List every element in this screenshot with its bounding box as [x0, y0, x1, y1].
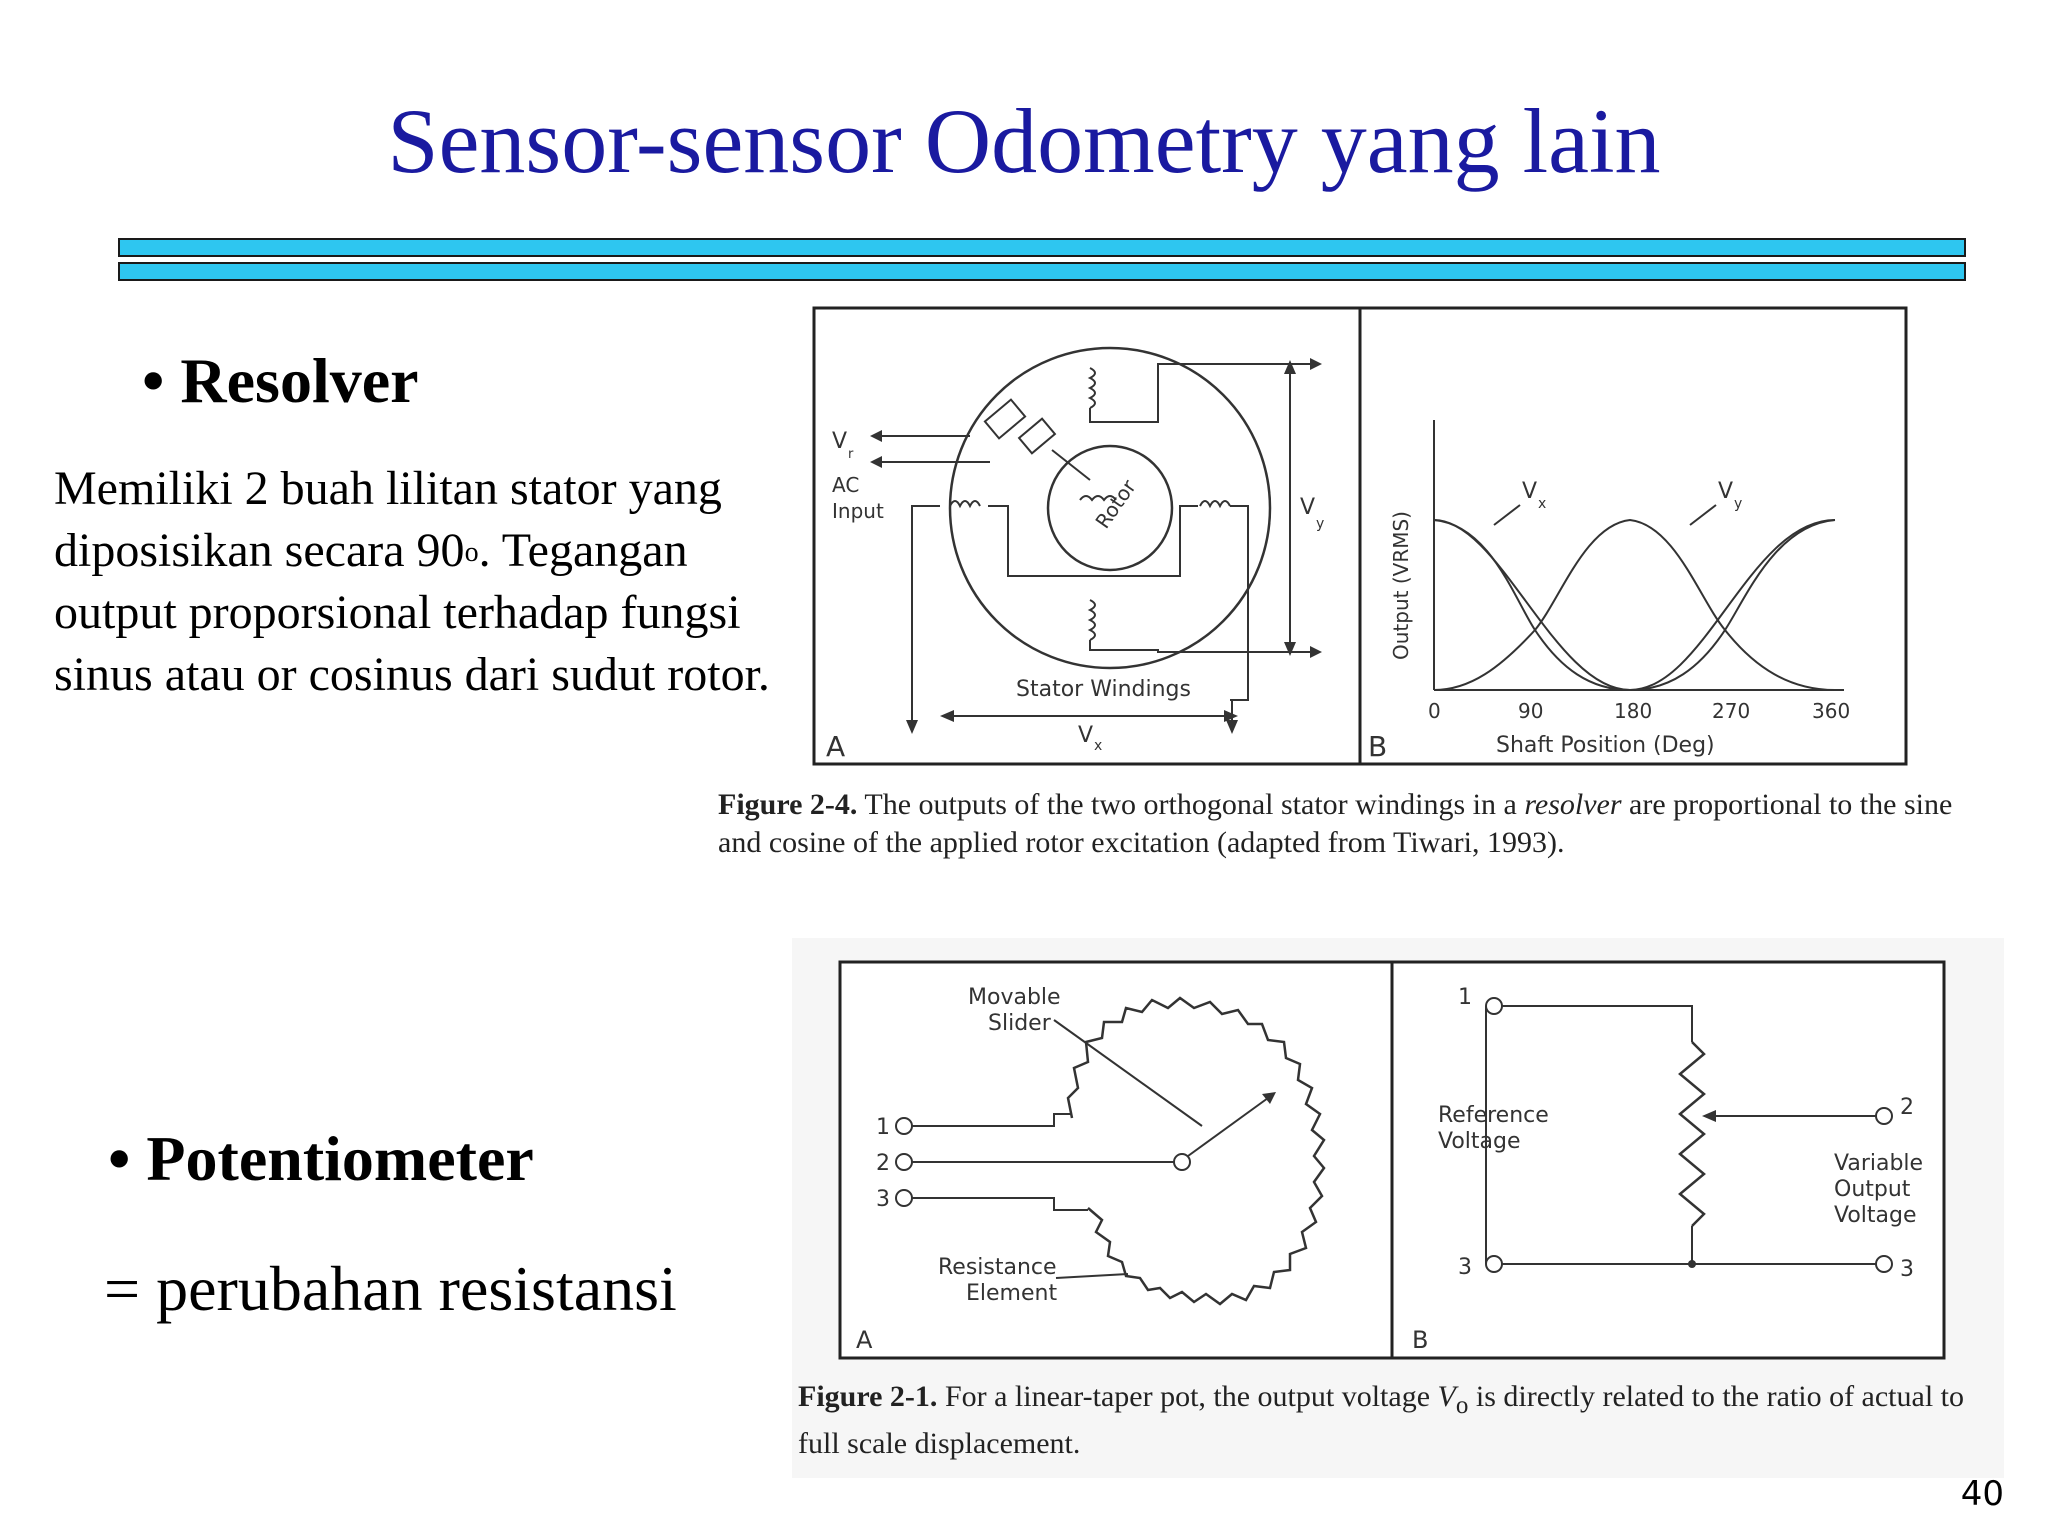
pin-3-label: 3: [876, 1187, 890, 1212]
resolver-caption-em: resolver: [1524, 788, 1622, 821]
resolver-desc-part1: Memiliki 2 buah lilitan stator yang dipo…: [54, 462, 722, 577]
vr-sub: r: [848, 447, 854, 462]
x-tick-90: 90: [1518, 699, 1543, 723]
potentiometer-description: = perubahan resistansi: [104, 1253, 677, 1324]
potentiometer-caption: Figure 2-1. For a linear-taper pot, the …: [798, 1378, 1998, 1463]
reference-resistor: [1678, 1041, 1706, 1227]
pot-caption-sub: o: [1455, 1392, 1469, 1419]
resolver-desc-part2: . Tegangan output proporsional terhadap …: [54, 524, 770, 701]
slide-title: Sensor-sensor Odometry yang lain: [387, 90, 1661, 192]
input-label: Input: [832, 499, 884, 523]
rotor-label: Rotor: [1090, 475, 1141, 533]
resolver-description: Memiliki 2 buah lilitan stator yang dipo…: [54, 458, 814, 706]
vy-curve-path: [1434, 520, 1835, 690]
x-tick-180: 180: [1614, 699, 1652, 723]
resolver-figure: Rotor V r AC Input V: [718, 300, 1980, 870]
stator-windings-label: Stator Windings: [1016, 677, 1191, 702]
slider-label-1: Movable: [968, 985, 1061, 1010]
pot-caption-pre: For a linear-taper pot, the output volta…: [944, 1380, 1438, 1413]
potentiometer-heading: • Potentiometer: [108, 1123, 534, 1194]
vy-curve: [1434, 520, 1630, 690]
resolver-diagram: Rotor V r AC Input V: [812, 306, 1908, 766]
vy-sub: y: [1316, 516, 1324, 532]
resistance-label-1: Resistance: [938, 1255, 1057, 1280]
pin-2-label: 2: [876, 1151, 890, 1176]
resistance-label-2: Element: [966, 1281, 1057, 1306]
resolver-caption-num: Figure 2-4.: [718, 788, 858, 821]
title-divider-bottom: [118, 262, 1966, 281]
resolver-caption: Figure 2-4. The outputs of the two ortho…: [718, 786, 1978, 862]
reference-label-1: Reference: [1438, 1103, 1549, 1128]
resolver-caption-pre: The outputs of the two orthogonal stator…: [864, 788, 1525, 821]
curve-vx-label: V: [1522, 479, 1537, 504]
terminal-1-label: 1: [1458, 985, 1472, 1010]
terminal-3b-label: 3: [1900, 1257, 1914, 1282]
panel-b-label: B: [1368, 730, 1387, 763]
variable-label-2: Output: [1834, 1177, 1911, 1202]
vx-curve-actual: [1433, 519, 1836, 692]
y-axis-label: Output (VRMS): [1389, 511, 1413, 660]
ac-label: AC: [832, 473, 859, 497]
variable-label-1: Variable: [1834, 1151, 1923, 1176]
pot-panel-b-label: B: [1412, 1326, 1428, 1354]
x-tick-0: 0: [1428, 699, 1441, 723]
pot-caption-em: V: [1437, 1380, 1456, 1413]
vx-label: V: [1078, 723, 1093, 748]
resistance-element: [1066, 996, 1326, 1306]
pot-caption-num: Figure 2-1.: [798, 1380, 938, 1413]
vx-curve: [1433, 519, 1836, 692]
potentiometer-diagram: Movable Slider Resistance Element 1 2 3 …: [838, 960, 1946, 1360]
reference-label-2: Voltage: [1438, 1129, 1521, 1154]
pot-panel-a-label: A: [856, 1326, 873, 1354]
curve-vx-sub: x: [1538, 496, 1546, 512]
curve-vy-label: V: [1718, 479, 1733, 504]
resolver-heading: • Resolver: [142, 345, 419, 416]
title-divider-top: [118, 238, 1966, 257]
terminal-3a-label: 3: [1458, 1255, 1472, 1280]
x-axis-label: Shaft Position (Deg): [1496, 733, 1715, 758]
panel-a-label: A: [826, 730, 845, 763]
vr-label: V: [832, 429, 847, 454]
terminal-2-label: 2: [1900, 1095, 1914, 1120]
x-tick-270: 270: [1712, 699, 1750, 723]
pot-caption-post: is directly related to the ratio of actu…: [798, 1380, 1965, 1460]
x-tick-360: 360: [1812, 699, 1850, 723]
page-number: 40: [1960, 1474, 2004, 1514]
degree-superscript: o: [464, 537, 479, 568]
slider-label-2: Slider: [988, 1011, 1052, 1036]
vx-sub: x: [1094, 738, 1102, 754]
pin-1-label: 1: [876, 1115, 890, 1140]
vy-curve-actual: [1433, 518, 1836, 691]
variable-label-3: Voltage: [1834, 1203, 1917, 1228]
resolver-caption-post: are proportional to the sine and cosine …: [718, 788, 1953, 859]
vy-label: V: [1300, 495, 1315, 520]
potentiometer-figure: Movable Slider Resistance Element 1 2 3 …: [792, 938, 2004, 1478]
curve-vy-sub: y: [1734, 496, 1742, 512]
